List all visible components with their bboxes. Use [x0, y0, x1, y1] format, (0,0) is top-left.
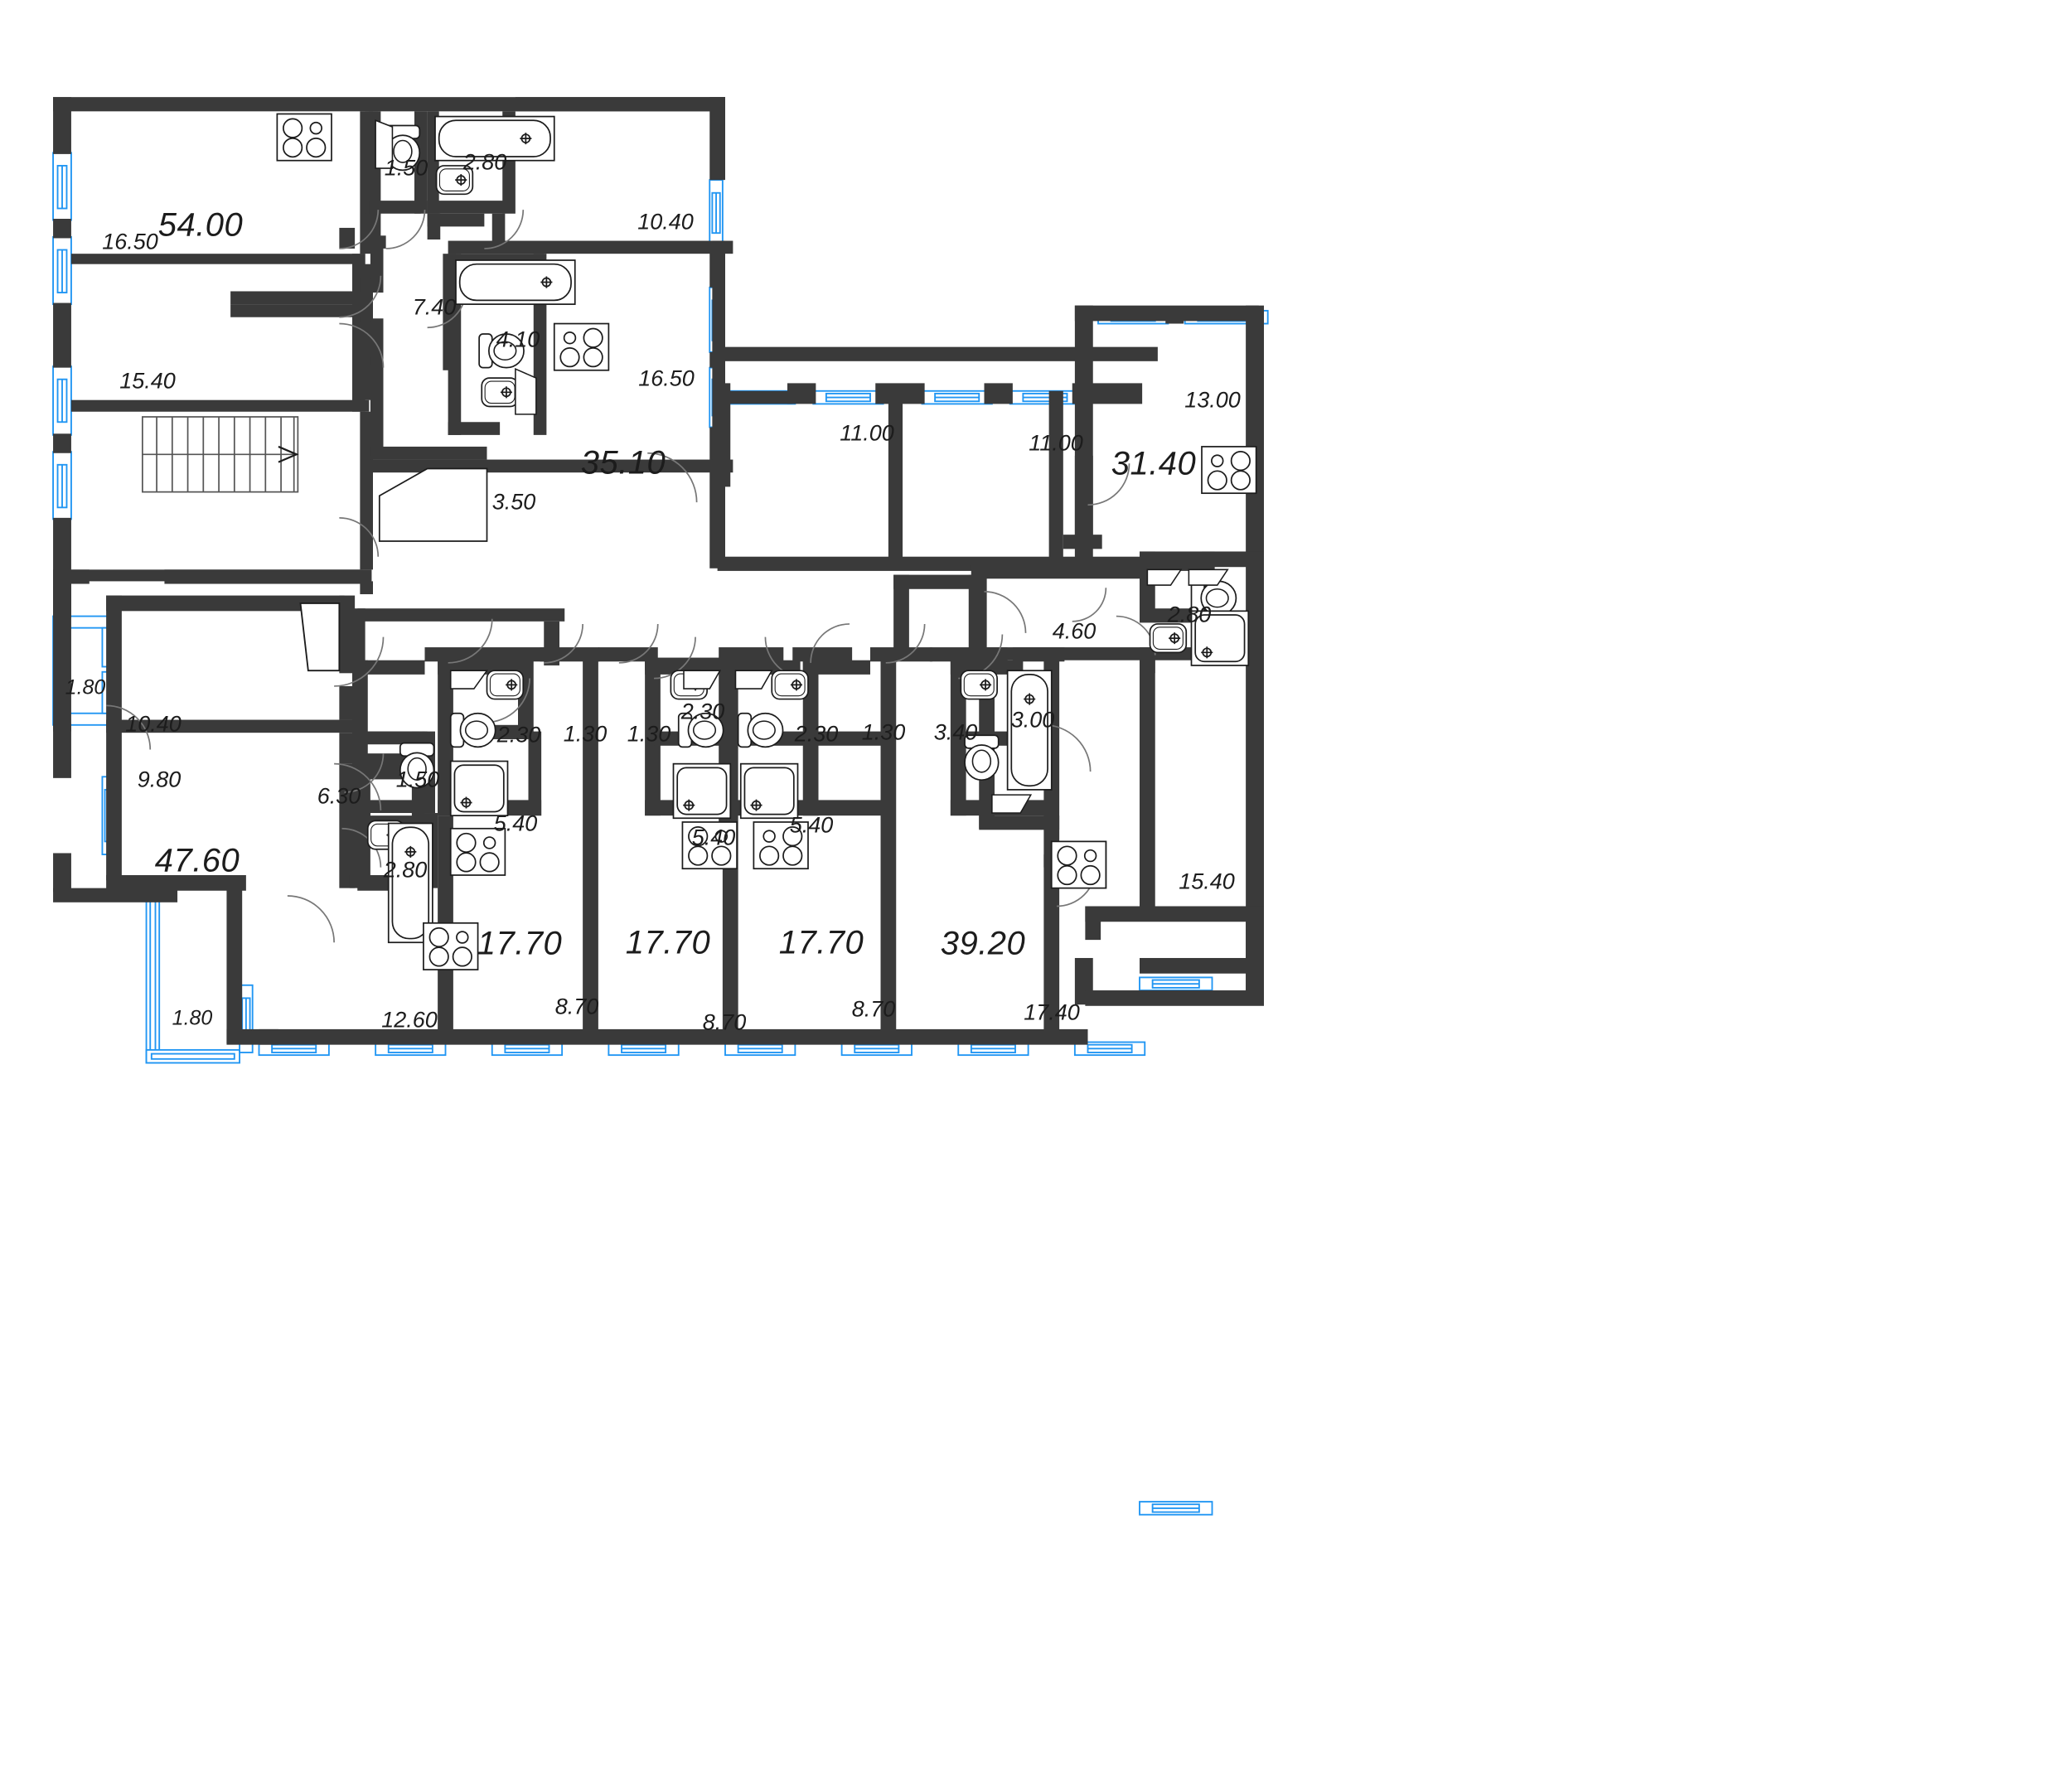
toilet-icon [737, 712, 784, 748]
apartment-area-label: 54.00 [157, 206, 244, 244]
room-area-label: 13.00 [1184, 387, 1241, 413]
room-area-label: 15.40 [119, 368, 176, 394]
room-area-label: 4.60 [1052, 618, 1097, 644]
room-area-label: 2.80 [462, 149, 507, 175]
room-area-label: 7.40 [412, 294, 457, 320]
room-area-label: 6.30 [317, 783, 361, 809]
window-icon [1009, 390, 1082, 405]
sink-icon [486, 670, 525, 700]
stove-4-burner-icon [276, 113, 332, 162]
window-icon [1139, 1501, 1213, 1516]
room-area-label: 1.30 [861, 719, 906, 745]
room-area-label: 12.60 [381, 1007, 438, 1033]
room-area-label: 15.40 [1179, 869, 1235, 894]
stove-4-burner-icon [423, 922, 479, 970]
stove-4-burner-icon [553, 322, 610, 371]
window-icon [608, 1041, 680, 1057]
window-icon [921, 390, 993, 405]
stove-4-burner-icon [1201, 446, 1257, 495]
room-area-label: 3.00 [1010, 707, 1055, 733]
shower-tray-icon [672, 762, 732, 820]
sink-icon [771, 670, 809, 700]
sink-icon [960, 670, 998, 700]
bathtub-icon [455, 259, 576, 305]
room-area-label: 2.80 [1167, 602, 1212, 627]
window-icon [258, 1041, 330, 1057]
room-area-label: 8.70 [554, 994, 599, 1019]
room-area-label: 10.40 [125, 711, 182, 737]
room-area-label: 11.00 [1029, 430, 1083, 456]
room-area-label: 2.30 [680, 699, 725, 724]
room-area-label: 5.40 [493, 810, 538, 836]
room-area-label: 2.30 [496, 722, 541, 748]
window-icon [957, 1041, 1029, 1057]
room-area-label: 1.50 [384, 155, 428, 181]
window-icon [812, 390, 884, 405]
room-area-label: 8.70 [851, 996, 896, 1022]
window-icon [840, 1041, 913, 1057]
sink-icon [1149, 623, 1188, 654]
room-area-label: 16.50 [638, 365, 695, 391]
window-icon [52, 235, 72, 306]
room-area-label: 4.10 [496, 327, 540, 352]
window-icon [52, 365, 72, 436]
room-area-label: 2.30 [794, 721, 839, 747]
fixtures-layer [142, 113, 1257, 970]
apartment-area-label: 17.70 [477, 925, 563, 962]
room-area-label: 1.30 [563, 721, 608, 747]
window-icon [709, 179, 724, 246]
apartment-area-label: 31.40 [1111, 445, 1197, 482]
shower-tray-icon [449, 760, 509, 817]
apartment-area-label: 35.10 [580, 444, 666, 481]
room-area-label: 1.50 [395, 767, 440, 792]
toilet-icon [449, 712, 496, 748]
room-area-label: 1.30 [627, 721, 671, 747]
apartment-area-label: 39.20 [940, 925, 1026, 962]
window-icon [52, 451, 72, 520]
room-area-label: 17.40 [1024, 999, 1080, 1025]
room-area-label: 10.40 [637, 209, 694, 235]
window-icon [491, 1041, 564, 1057]
shower-tray-icon [739, 762, 799, 820]
room-area-label: 3.50 [491, 489, 536, 515]
sink-icon [481, 377, 519, 408]
room-area-label: 5.40 [789, 812, 834, 838]
room-area-label: 5.40 [691, 825, 736, 850]
stove-4-burner-icon [1050, 840, 1107, 889]
apartment-area-label: 17.70 [778, 924, 864, 961]
window-icon [52, 152, 72, 221]
room-area-label: 16.50 [102, 229, 158, 254]
window-icon [1139, 976, 1213, 991]
room-area-label: 8.70 [702, 1009, 747, 1035]
room-area-label: 3.40 [933, 719, 978, 745]
room-area-label: 9.80 [137, 767, 182, 792]
apartment-area-label: 47.60 [154, 842, 240, 879]
window-icon [1073, 1041, 1146, 1057]
room-area-label: 11.00 [840, 420, 894, 446]
staircase-icon [142, 416, 299, 493]
room-area-label: 2.80 [383, 857, 428, 883]
apartment-area-label: 17.70 [625, 924, 711, 961]
room-area-label: 1.80 [172, 1006, 213, 1030]
room-area-label: 1.80 [65, 675, 106, 699]
